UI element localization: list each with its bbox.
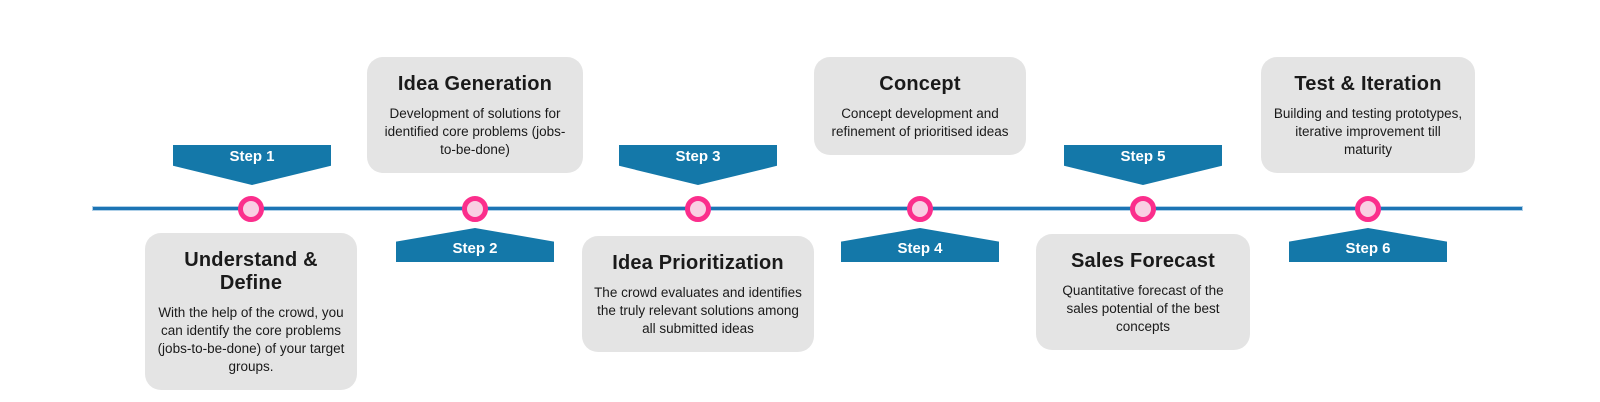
step-6-card-description: Building and testing prototypes, iterati…	[1273, 106, 1463, 157]
step-3-label: Step 3	[675, 148, 721, 165]
step-1-card-title: Understand & Define	[184, 249, 318, 294]
timeline-line	[93, 207, 1522, 210]
step-5-card-description: Quantitative forecast of the sales poten…	[1062, 283, 1224, 334]
step-5-label: Step 5	[1120, 148, 1166, 165]
step-3-card: Idea Prioritization The crowd evaluates …	[582, 236, 814, 352]
step-2-banner: Step 2	[396, 228, 554, 262]
step-6-card: Test & Iteration Building and testing pr…	[1261, 57, 1475, 173]
step-3-card-description: The crowd evaluates and identifies the t…	[594, 285, 802, 336]
step-5-card-title: Sales Forecast	[1071, 250, 1215, 272]
step-1-banner: Step 1	[173, 145, 331, 185]
step-2-card: Idea Generation Development of solutions…	[367, 57, 583, 173]
step-3-banner: Step 3	[619, 145, 777, 185]
step-2-timeline-node	[462, 196, 488, 222]
step-2-card-title: Idea Generation	[397, 73, 553, 95]
step-1-timeline-node	[238, 196, 264, 222]
step-4-timeline-node	[907, 196, 933, 222]
step-3-timeline-node	[685, 196, 711, 222]
step-5-timeline-node	[1130, 196, 1156, 222]
step-6-banner: Step 6	[1289, 228, 1447, 262]
step-6-card-title: Test & Iteration	[1294, 73, 1442, 95]
step-6-timeline-node	[1355, 196, 1381, 222]
step-4-banner: Step 4	[841, 228, 999, 262]
step-4-label: Step 4	[897, 240, 943, 257]
step-5-card: Sales Forecast Quantitative forecast of …	[1036, 234, 1250, 350]
step-2-label: Step 2	[452, 240, 498, 257]
step-1-card: Understand & Define With the help of the…	[145, 233, 357, 390]
step-4-card-title: Concept	[879, 73, 961, 95]
step-6-label: Step 6	[1345, 240, 1391, 257]
step-5-banner: Step 5	[1064, 145, 1222, 185]
step-4-card: Concept Concept development and refineme…	[814, 57, 1026, 155]
step-2-card-description: Development of solutions for identified …	[384, 106, 566, 157]
step-4-card-description: Concept development and refinement of pr…	[831, 106, 1009, 139]
step-3-card-title: Idea Prioritization	[612, 252, 784, 274]
step-1-label: Step 1	[229, 148, 275, 165]
step-1-card-description: With the help of the crowd, you can iden…	[157, 305, 345, 374]
